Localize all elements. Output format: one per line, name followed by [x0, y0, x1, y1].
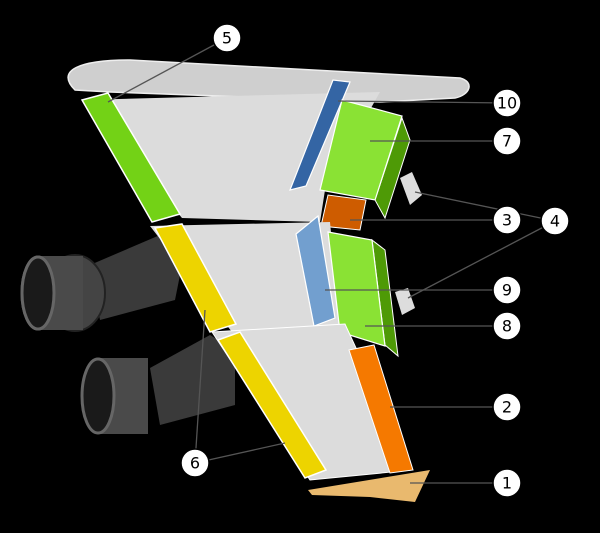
- callout-5: 5: [212, 23, 242, 53]
- svg-text:2: 2: [502, 398, 512, 417]
- svg-text:6: 6: [190, 454, 200, 473]
- flap-track-upper: [400, 172, 422, 205]
- callout-9: 9: [492, 275, 522, 305]
- flap-8: [327, 231, 386, 347]
- wing-section-mid: [150, 222, 340, 332]
- callout-4: 4: [540, 206, 570, 236]
- leading-edge-device-5: [80, 92, 182, 223]
- svg-text:4: 4: [550, 212, 560, 231]
- svg-text:5: 5: [222, 29, 232, 48]
- tab-1: [308, 470, 430, 502]
- callout-3: 3: [492, 205, 522, 235]
- component-3: [320, 194, 367, 231]
- spoiler-10: [289, 79, 351, 191]
- callout-6: 6: [180, 448, 210, 478]
- callout-7: 7: [492, 126, 522, 156]
- callout-2: 2: [492, 392, 522, 422]
- wing-section-outer: [82, 92, 380, 222]
- aileron-2: [348, 344, 414, 474]
- svg-text:7: 7: [502, 132, 512, 151]
- engine-lower: [80, 335, 235, 435]
- wing-tip: [67, 59, 470, 103]
- flap-7: [319, 99, 403, 201]
- slat-6-lower: [216, 331, 328, 479]
- leader-lines: [107, 37, 556, 484]
- svg-text:9: 9: [502, 281, 512, 300]
- callout-8: 8: [492, 311, 522, 341]
- engine-upper: [20, 235, 185, 332]
- spoiler-9: [295, 214, 336, 327]
- callout-10: 10: [492, 88, 522, 118]
- svg-text:3: 3: [502, 211, 512, 230]
- callout-1: 1: [492, 468, 522, 498]
- svg-text:1: 1: [502, 474, 512, 493]
- svg-text:10: 10: [497, 94, 517, 113]
- flap-track-lower: [395, 288, 415, 315]
- svg-text:8: 8: [502, 317, 512, 336]
- slat-6-upper: [153, 223, 238, 333]
